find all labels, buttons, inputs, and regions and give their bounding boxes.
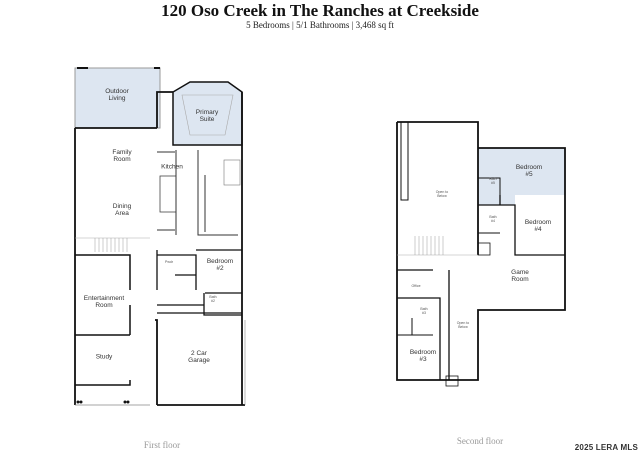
room-label-dining-area: Dining Area [112, 203, 132, 217]
mls-watermark: 2025 LERA MLS [574, 443, 638, 452]
room-label-bedroom-5: Bedroom #5 [515, 164, 543, 178]
room-label-office: Office [411, 284, 421, 288]
room-label-game-room: Game Room [511, 269, 529, 283]
room-label-garage: 2 Car Garage [188, 350, 210, 364]
second-floor-label: Second floor [456, 436, 504, 446]
room-label-bath-4: Bath #4 [489, 215, 497, 223]
room-label-kitchen: Kitchen [161, 163, 183, 171]
page-title: 120 Oso Creek in The Ranches at Creeksid… [161, 1, 479, 20]
room-label-open-to-below: Open to Below [435, 190, 449, 198]
room-label-open-to-below-2: Open to Below [456, 321, 470, 329]
room-label-entertainment-room: Entertainment Room [83, 295, 125, 309]
room-label-bath-3: Bath #3 [420, 307, 428, 315]
room-label-primary-suite: Primary Suite [195, 109, 219, 123]
outdoor-living-area [74, 67, 161, 129]
page-subtitle: 5 Bedrooms | 5/1 Bathrooms | 3,468 sq ft [246, 20, 394, 30]
room-label-outdoor-living: Outdoor Living [105, 88, 129, 102]
first-floor-label: First floor [143, 440, 181, 450]
room-label-bedroom-4: Bedroom #4 [524, 219, 552, 233]
room-label-bath-2: Bath #2 [209, 295, 217, 303]
first-floor-plan [74, 67, 246, 406]
room-label-family-room: Family Room [112, 149, 132, 163]
room-label-bedroom-3: Bedroom #3 [409, 349, 437, 363]
room-label-bedroom-2: Bedroom #2 [206, 258, 234, 272]
room-label-study: Study [95, 353, 113, 361]
second-floor-plan [396, 121, 566, 387]
room-label-powder: Pwdr [165, 260, 173, 264]
room-label-bath-5: Bath #5 [489, 177, 497, 185]
